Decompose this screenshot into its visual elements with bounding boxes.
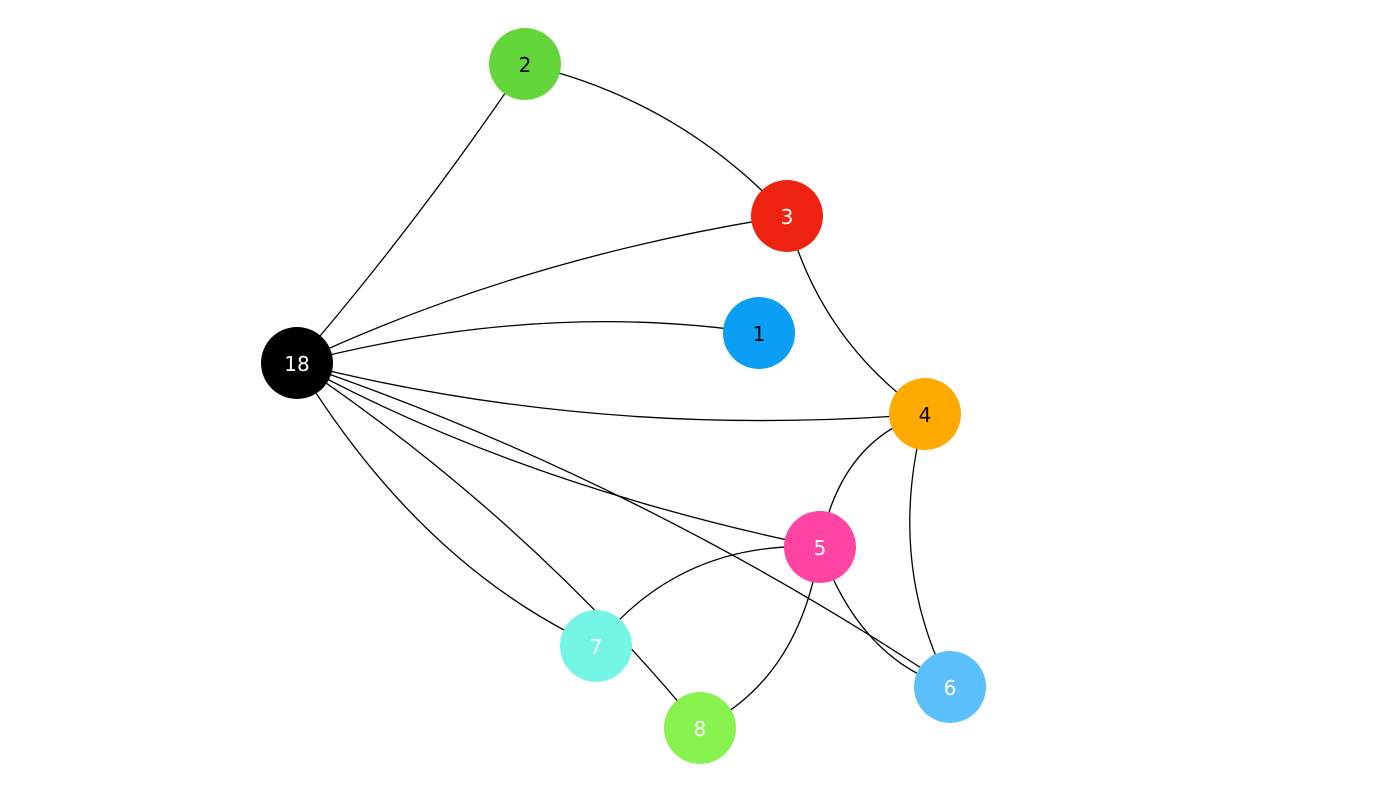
edge-3-4 — [786, 215, 926, 415]
node-6-circle — [914, 651, 986, 723]
node-5-label: 5 — [814, 536, 827, 560]
node-2[interactable]: 2 — [489, 28, 561, 100]
edge-18-6 — [296, 362, 951, 688]
edge-18-3 — [296, 215, 788, 364]
node-18-circle — [261, 327, 333, 399]
node-3-circle — [751, 180, 823, 252]
edge-18-5 — [296, 362, 821, 548]
node-18[interactable]: 18 — [261, 327, 333, 399]
node-5[interactable]: 5 — [784, 511, 856, 583]
node-6[interactable]: 6 — [914, 651, 986, 723]
node-1-label: 1 — [753, 322, 766, 346]
edge-18-2 — [296, 63, 526, 364]
node-2-label: 2 — [519, 53, 532, 77]
node-8[interactable]: 8 — [664, 692, 736, 764]
node-8-circle — [664, 692, 736, 764]
edge-18-1 — [296, 321, 760, 364]
node-1-circle — [723, 297, 795, 369]
node-1[interactable]: 1 — [723, 297, 795, 369]
node-3[interactable]: 3 — [751, 180, 823, 252]
edge-2-3 — [524, 63, 788, 217]
node-7-circle — [560, 610, 632, 682]
node-4[interactable]: 4 — [889, 378, 961, 450]
node-7[interactable]: 7 — [560, 610, 632, 682]
edge-5-7 — [595, 545, 821, 647]
edge-18-4 — [296, 362, 926, 422]
edge-18-7 — [296, 362, 597, 647]
node-3-label: 3 — [781, 205, 794, 229]
node-4-label: 4 — [919, 403, 932, 427]
node-4-circle — [889, 378, 961, 450]
edge-18-8 — [296, 362, 701, 729]
node-5-circle — [784, 511, 856, 583]
node-6-label: 6 — [944, 676, 957, 700]
node-18-label: 18 — [284, 352, 309, 376]
node-8-label: 8 — [694, 717, 707, 741]
node-7-label: 7 — [590, 635, 603, 659]
nodes-layer: 18 1 2 3 4 5 6 7 8 — [261, 28, 986, 764]
node-2-circle — [489, 28, 561, 100]
edge-4-6 — [909, 413, 951, 688]
